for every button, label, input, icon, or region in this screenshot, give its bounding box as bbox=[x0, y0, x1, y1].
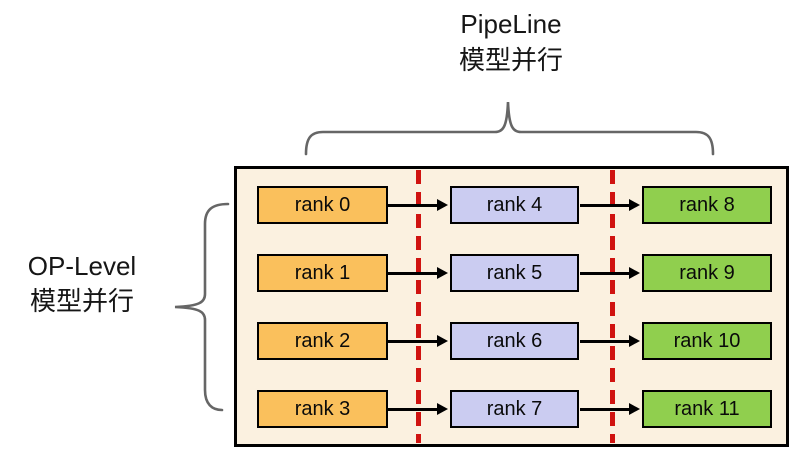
rank-box: rank 1 bbox=[257, 254, 388, 292]
pipeline-stage-divider-1 bbox=[416, 170, 421, 443]
rank-box: rank 0 bbox=[257, 186, 388, 224]
flow-arrow-icon bbox=[580, 335, 640, 347]
flow-arrow-icon bbox=[388, 199, 448, 211]
rank-box: rank 7 bbox=[450, 390, 579, 428]
pipeline-parallel-title: PipeLine 模型并行 bbox=[399, 6, 623, 78]
flow-arrow-icon bbox=[580, 199, 640, 211]
pipeline-title-line2: 模型并行 bbox=[458, 45, 563, 75]
flow-arrow-icon bbox=[388, 267, 448, 279]
flow-arrow-icon bbox=[388, 403, 448, 415]
rank-box: rank 8 bbox=[642, 186, 772, 224]
op-level-label-line2: 模型并行 bbox=[29, 286, 134, 316]
op-level-label-line1: OP-Level bbox=[27, 251, 137, 281]
rank-box: rank 3 bbox=[257, 390, 388, 428]
rank-box: rank 11 bbox=[642, 390, 772, 428]
rank-box: rank 9 bbox=[642, 254, 772, 292]
op-level-parallel-label: OP-Level 模型并行 bbox=[12, 249, 152, 319]
flow-arrow-icon bbox=[580, 403, 640, 415]
rank-box: rank 10 bbox=[642, 322, 772, 360]
rank-box: rank 6 bbox=[450, 322, 579, 360]
flow-arrow-icon bbox=[388, 335, 448, 347]
pipeline-stage-divider-2 bbox=[610, 170, 615, 443]
vertical-brace-icon bbox=[174, 202, 230, 412]
horizontal-brace-icon bbox=[304, 101, 715, 156]
rank-box: rank 2 bbox=[257, 322, 388, 360]
pipeline-title-line1: PipeLine bbox=[460, 9, 562, 39]
flow-arrow-icon bbox=[580, 267, 640, 279]
rank-box: rank 4 bbox=[450, 186, 579, 224]
rank-box: rank 5 bbox=[450, 254, 579, 292]
